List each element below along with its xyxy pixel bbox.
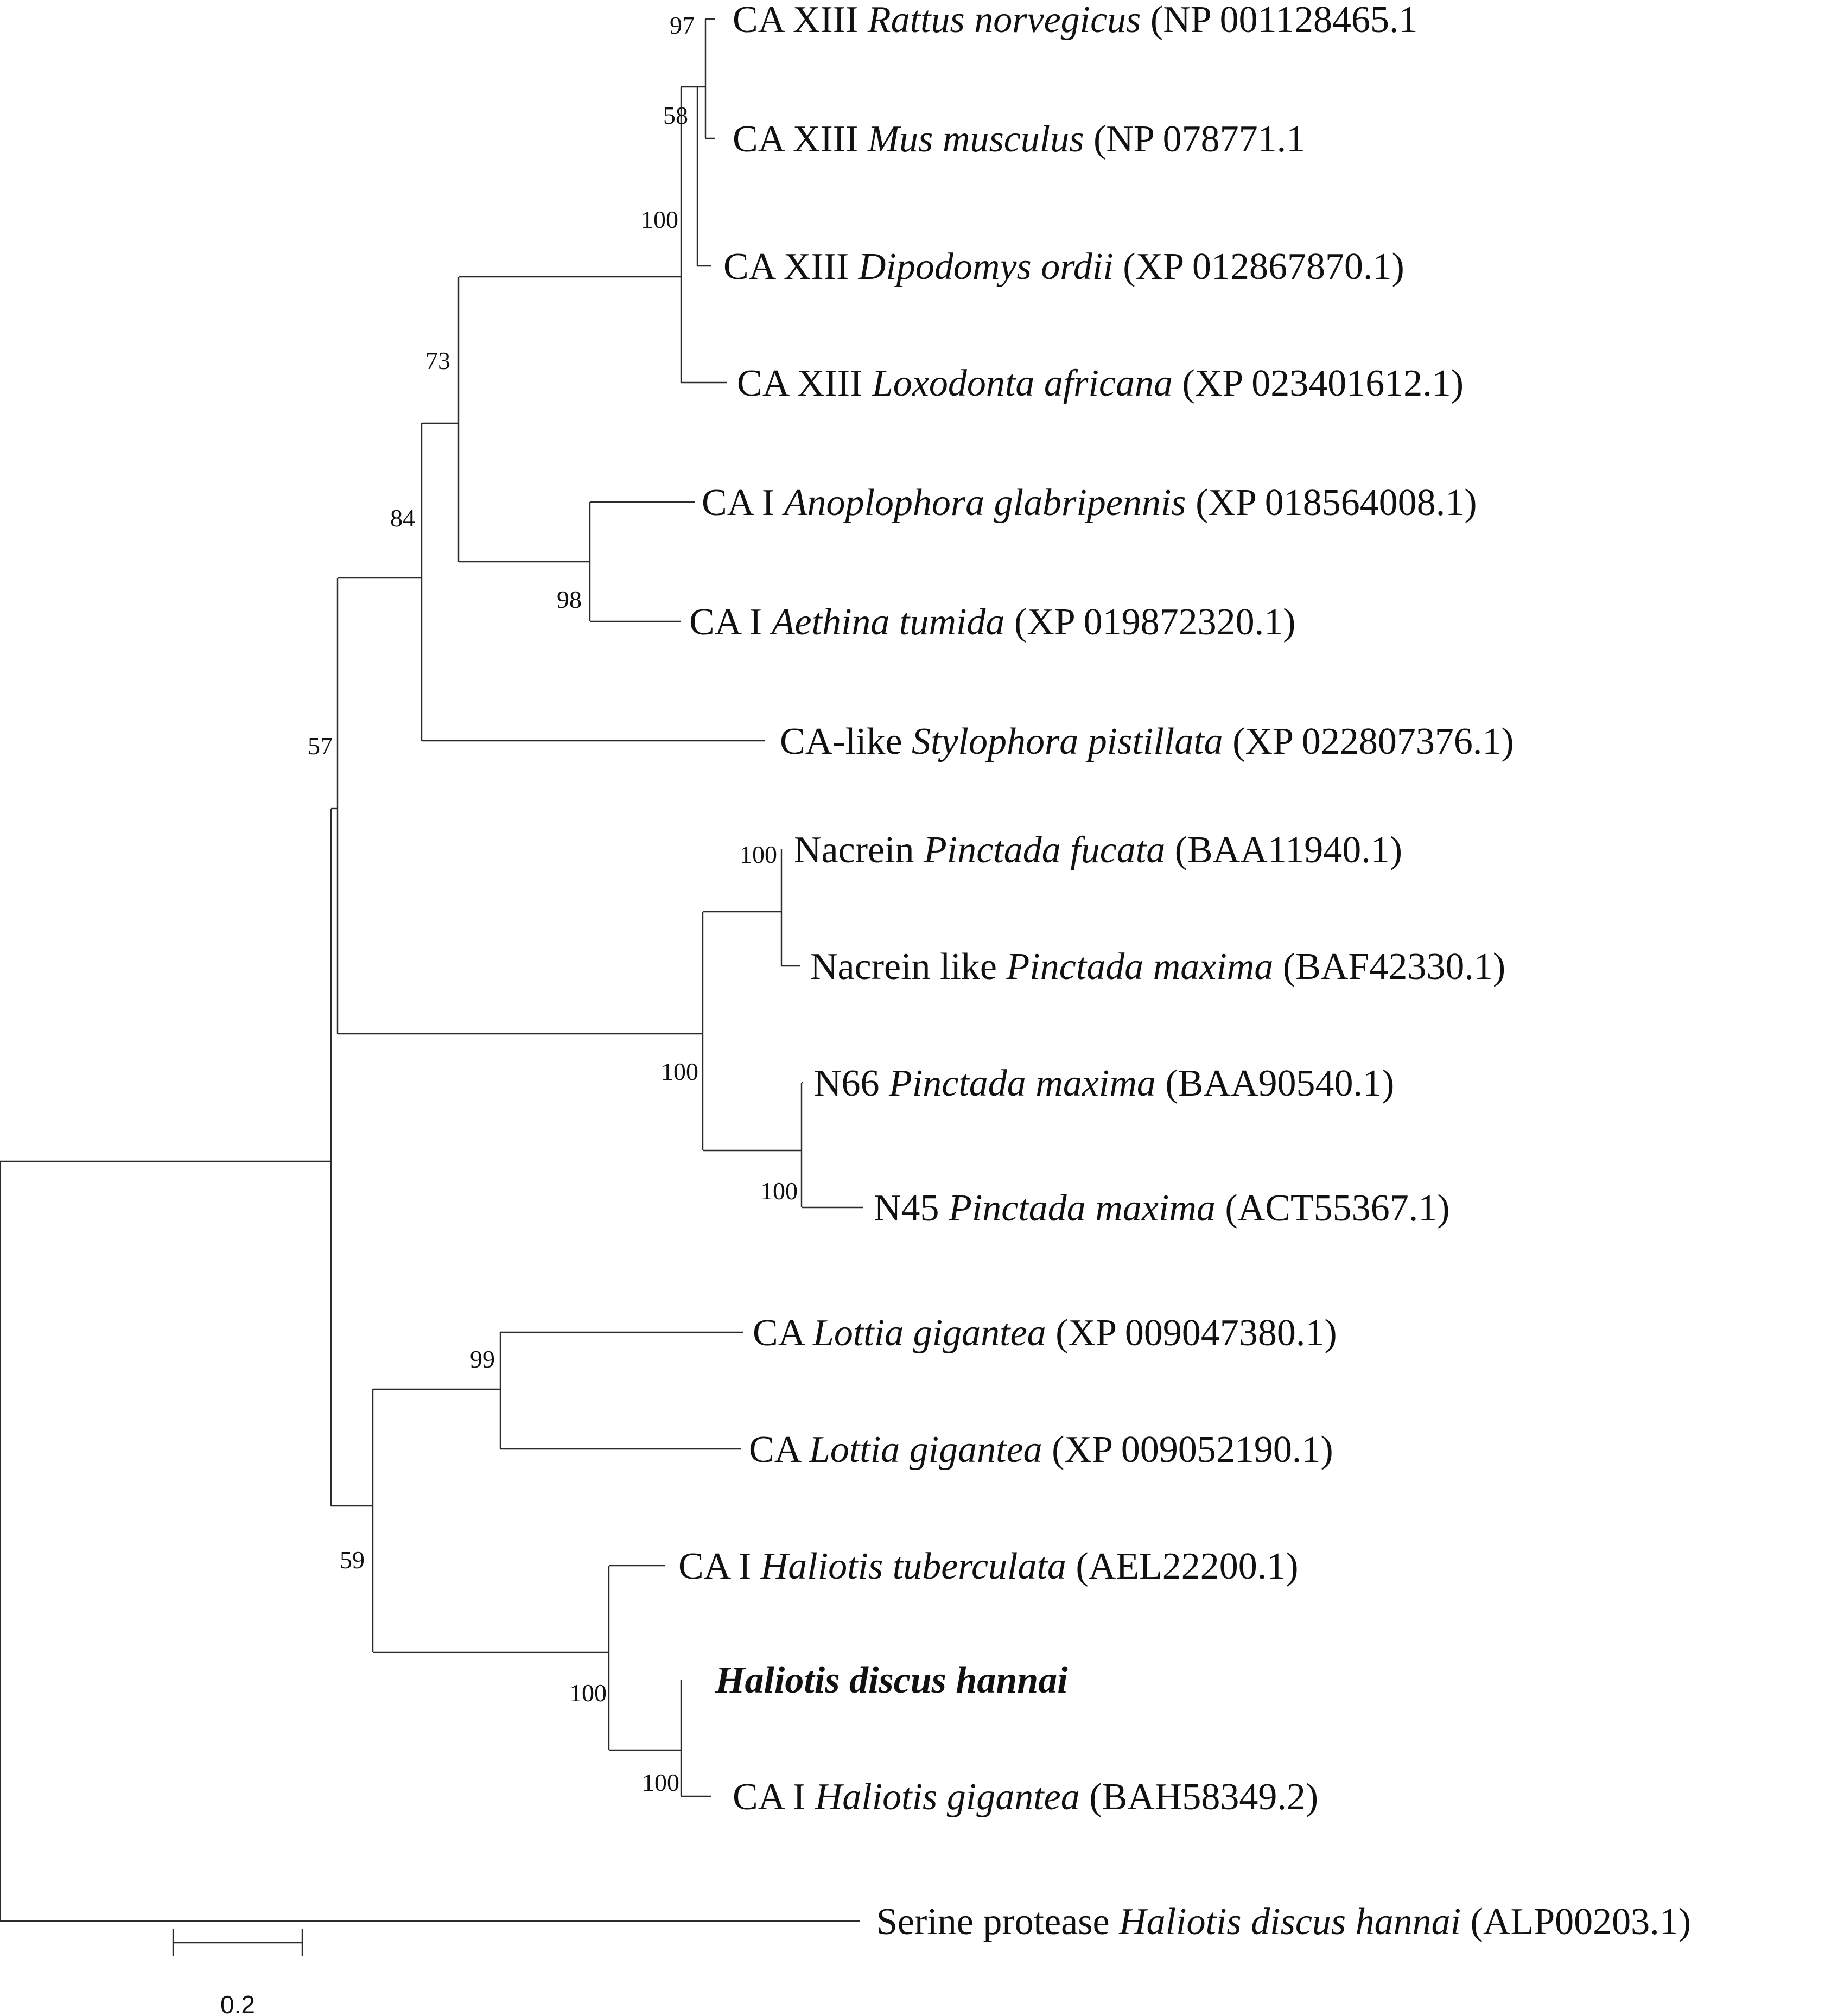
leaf-label-n66: N66 Pinctada maxima (BAA90540.1): [814, 1063, 1394, 1104]
bootstrap-value: 73: [425, 347, 450, 374]
bootstrap-value: 100: [641, 206, 678, 233]
leaf-labels: CA XIII Rattus norvegicus (NP 001128465.…: [678, 0, 1691, 1943]
tree-branches: [0, 18, 863, 1922]
bootstrap-value: 98: [557, 586, 582, 613]
bootstrap-value: 59: [340, 1546, 365, 1574]
leaf-label-lottia1: CA Lottia gigantea (XP 009047380.1): [753, 1312, 1337, 1354]
leaf-label-aethina: CA I Aethina tumida (XP 019872320.1): [689, 601, 1295, 643]
scale-bar: 0.2: [172, 1929, 303, 2016]
leaf-label-serine: Serine protease Haliotis discus hannai (…: [876, 1901, 1691, 1943]
bootstrap-labels: 97 58 100 73 84 98 57 100 100 100 99 59 100 100: [308, 11, 798, 1796]
bootstrap-value: 97: [670, 11, 695, 39]
leaf-label-n45: N45 Pinctada maxima (ACT55367.1): [874, 1187, 1450, 1229]
bootstrap-value: 100: [569, 1679, 607, 1707]
bootstrap-value: 100: [760, 1177, 798, 1205]
bootstrap-value: 100: [740, 841, 777, 868]
leaf-label-dipodomys: CA XIII Dipodomys ordii (XP 012867870.1): [723, 246, 1404, 288]
leaf-label-mus: CA XIII Mus musculus (NP 078771.1: [733, 118, 1305, 160]
leaf-label-nacrein: Nacrein Pinctada fucata (BAA11940.1): [794, 829, 1402, 871]
leaf-label-loxodonta: CA XIII Loxodonta africana (XP 023401612…: [737, 363, 1464, 404]
bootstrap-value: 100: [661, 1058, 698, 1085]
leaf-label-anoplophora: CA I Anoplophora glabripennis (XP 018564…: [702, 482, 1477, 524]
bootstrap-value: 99: [470, 1345, 495, 1373]
leaf-label-rattus: CA XIII Rattus norvegicus (NP 001128465.…: [733, 0, 1418, 41]
leaf-label-lottia2: CA Lottia gigantea (XP 009052190.1): [749, 1429, 1333, 1471]
bootstrap-value: 100: [642, 1769, 679, 1796]
leaf-label-haliotis-gigantea: CA I Haliotis gigantea (BAH58349.2): [733, 1776, 1318, 1818]
bootstrap-value: 57: [308, 732, 333, 760]
scale-bar-label: 0.2: [220, 1990, 255, 2016]
leaf-label-stylophora: CA-like Stylophora pistillata (XP 022807…: [780, 721, 1514, 762]
bootstrap-value: 58: [663, 101, 688, 129]
leaf-label-tuberculata: CA I Haliotis tuberculata (AEL22200.1): [678, 1546, 1299, 1587]
bootstrap-value: 84: [390, 504, 415, 532]
leaf-label-hannai: Haliotis discus hannai: [715, 1659, 1068, 1701]
leaf-label-nacrein-like: Nacrein like Pinctada maxima (BAF42330.1…: [810, 946, 1505, 988]
